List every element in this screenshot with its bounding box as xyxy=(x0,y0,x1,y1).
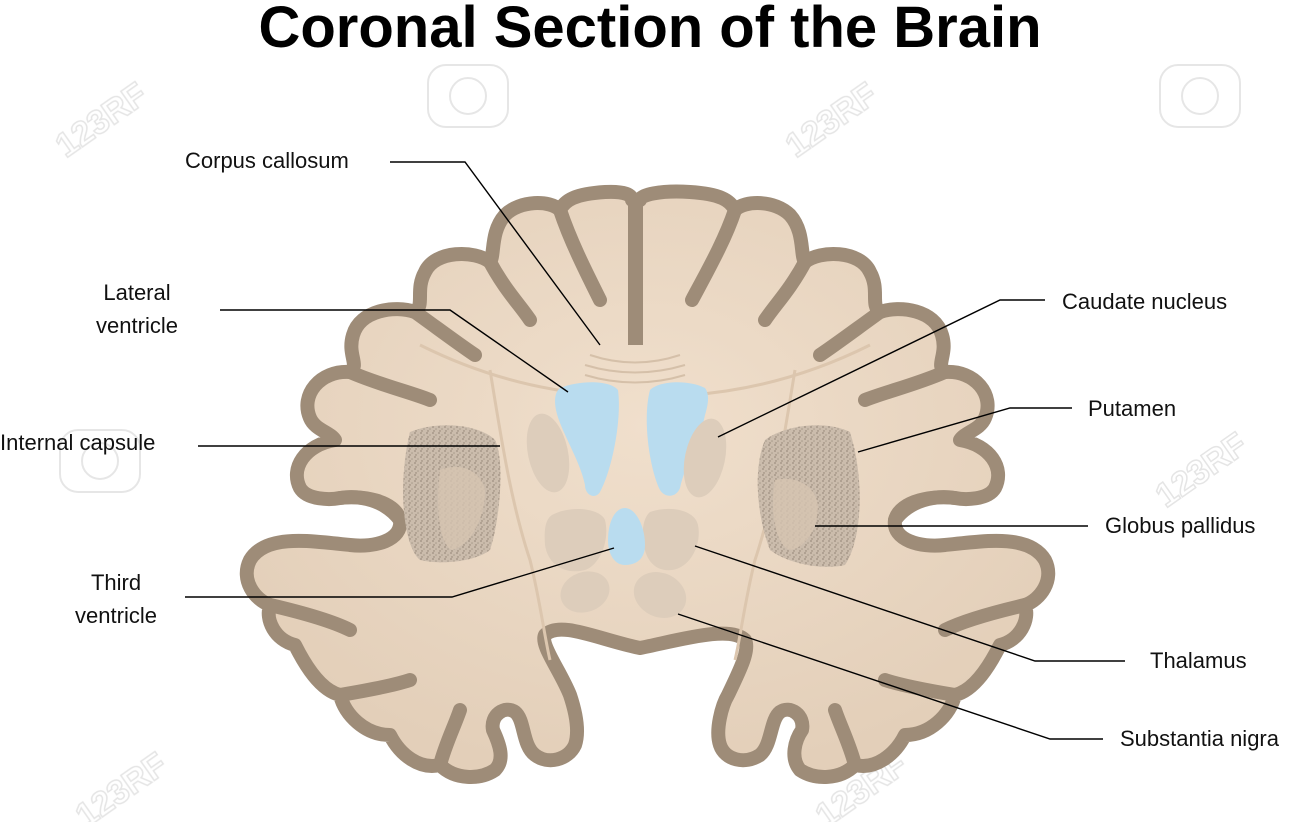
leader-lines xyxy=(185,161,1125,740)
watermark-camera-icon xyxy=(427,64,509,128)
watermark-text: 123RF xyxy=(779,75,884,165)
label-corpus-callosum: Corpus callosum xyxy=(185,148,349,173)
watermark-camera-icon xyxy=(1159,64,1241,128)
substantia-nigra-left xyxy=(560,571,610,613)
label-third-ventricle: ventricle xyxy=(75,603,157,628)
lateral-ventricle-right xyxy=(646,382,709,496)
label-substantia-nigra: Substantia nigra xyxy=(1120,726,1280,751)
label-putamen: Putamen xyxy=(1088,396,1176,421)
leader-corpus-callosum xyxy=(390,161,601,346)
leader-third-ventricle xyxy=(185,547,615,598)
label-caudate-nucleus: Caudate nucleus xyxy=(1062,289,1227,314)
labels: Corpus callosum Lateral ventricle Intern… xyxy=(0,148,1280,751)
watermark-camera-icon xyxy=(1181,77,1219,115)
leader-substantia-nigra xyxy=(677,613,1103,740)
caudate-nucleus-left xyxy=(526,413,570,493)
caudate-nucleus-right xyxy=(683,418,727,498)
diagram-title: Coronal Section of the Brain xyxy=(258,0,1041,60)
watermark-text: 123RF xyxy=(49,75,154,165)
substantia-nigra-right xyxy=(633,572,687,618)
watermark-camera-icon xyxy=(59,429,141,493)
globus-pallidus-left xyxy=(438,466,485,550)
label-thalamus: Thalamus xyxy=(1150,648,1247,673)
leader-caudate-nucleus xyxy=(717,299,1045,438)
brain-section xyxy=(239,184,1056,784)
label-lateral-ventricle: Lateral xyxy=(103,280,170,305)
label-globus-pallidus: Globus pallidus xyxy=(1105,513,1255,538)
lateral-ventricle-left xyxy=(555,382,619,496)
leader-thalamus xyxy=(694,545,1125,662)
label-third-ventricle: Third xyxy=(91,570,141,595)
label-internal-capsule: Internal capsule xyxy=(0,430,155,455)
longitudinal-fissure xyxy=(628,200,643,345)
leader-putamen xyxy=(857,407,1072,453)
watermark-text: 123RF xyxy=(69,745,174,822)
watermark-camera-icon xyxy=(449,77,487,115)
thalamus-right xyxy=(642,508,699,571)
watermark-camera-icon xyxy=(81,442,119,480)
globus-pallidus-right xyxy=(773,478,818,550)
sulci xyxy=(263,203,1032,772)
third-ventricle xyxy=(608,508,645,565)
leader-lateral-ventricle xyxy=(220,309,569,393)
corpus-callosum xyxy=(584,354,686,384)
watermark-text: 123RF xyxy=(1149,425,1254,515)
label-lateral-ventricle: ventricle xyxy=(96,313,178,338)
